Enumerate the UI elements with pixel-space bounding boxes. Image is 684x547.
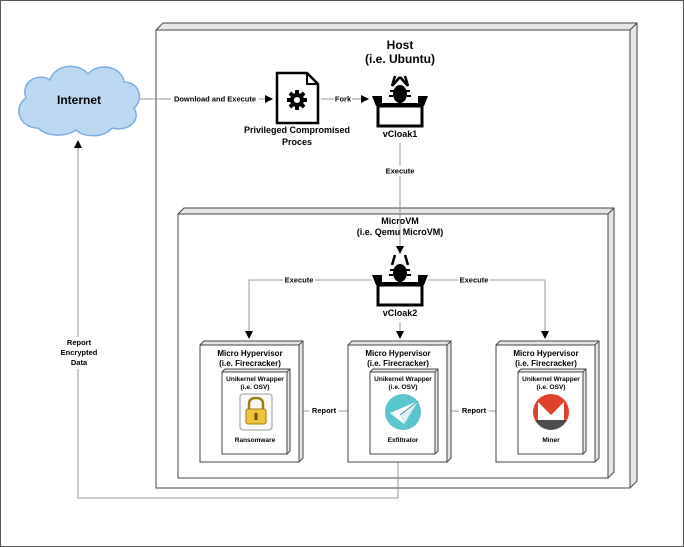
hypervisor-exfiltrator-title: Micro Hypervisor [365, 349, 430, 358]
hypervisor-ransomware-subtitle: (i.e. Firecracker) [219, 359, 281, 368]
vcloak1-icon [372, 75, 428, 128]
wrapper-exfiltrator-subtitle: (i.e. OSV) [389, 384, 418, 391]
execute-left-edge-label: Execute [285, 276, 314, 285]
internet-cloud [18, 65, 141, 137]
report-internet-edge [74, 140, 399, 499]
vcloak1-label: vCloak1 [383, 129, 418, 139]
execute-left-edge [245, 279, 372, 339]
hypervisor-miner-subtitle: (i.e. Firecracker) [515, 359, 577, 368]
wrapper-exfiltrator-title: Unikernel Wrapper [374, 376, 432, 383]
hypervisor-miner-title: Micro Hypervisor [513, 349, 578, 358]
gear-icon [287, 90, 307, 110]
monero-icon [533, 394, 569, 430]
wrapper-ransomware-subtitle: (i.e. OSV) [241, 384, 270, 391]
execute-right-edge-label: Execute [460, 276, 489, 285]
hypervisor-exfiltrator-subtitle: (i.e. Firecracker) [367, 359, 429, 368]
fork-edge-label: Fork [335, 95, 352, 104]
host-subtitle: (i.e. Ubuntu) [365, 52, 435, 66]
lock-icon [239, 393, 273, 431]
execute-down-edge-label: Execute [386, 167, 415, 176]
vcloak2-label: vCloak2 [383, 308, 418, 318]
report-right-edge-label: Report [462, 406, 487, 415]
report-internet-label-line3: Data [71, 358, 88, 367]
process-label-line1: Privileged Compromised [244, 125, 350, 135]
host-title: Host [387, 38, 414, 52]
report-left-edge-label: Report [312, 406, 337, 415]
internet-label: Internet [57, 93, 101, 107]
payload-miner-label: Miner [542, 437, 560, 444]
download-edge-label: Download and Execute [174, 95, 256, 104]
report-internet-label-line1: Report [67, 338, 92, 347]
paper-plane-icon [385, 394, 421, 430]
report-internet-label-line2: Encrypted [61, 348, 98, 357]
hypervisor-ransomware-title: Micro Hypervisor [217, 349, 282, 358]
process-label-line2: Proces [282, 137, 312, 147]
wrapper-miner-subtitle: (i.e. OSV) [537, 384, 566, 391]
payload-exfiltrator-label: Exfiltrator [388, 437, 419, 444]
wrapper-miner-title: Unikernel Wrapper [522, 376, 580, 383]
payload-ransomware-label: Ransomware [235, 437, 276, 444]
vcloak2-icon [372, 254, 428, 307]
wrapper-ransomware-title: Unikernel Wrapper [226, 376, 284, 383]
